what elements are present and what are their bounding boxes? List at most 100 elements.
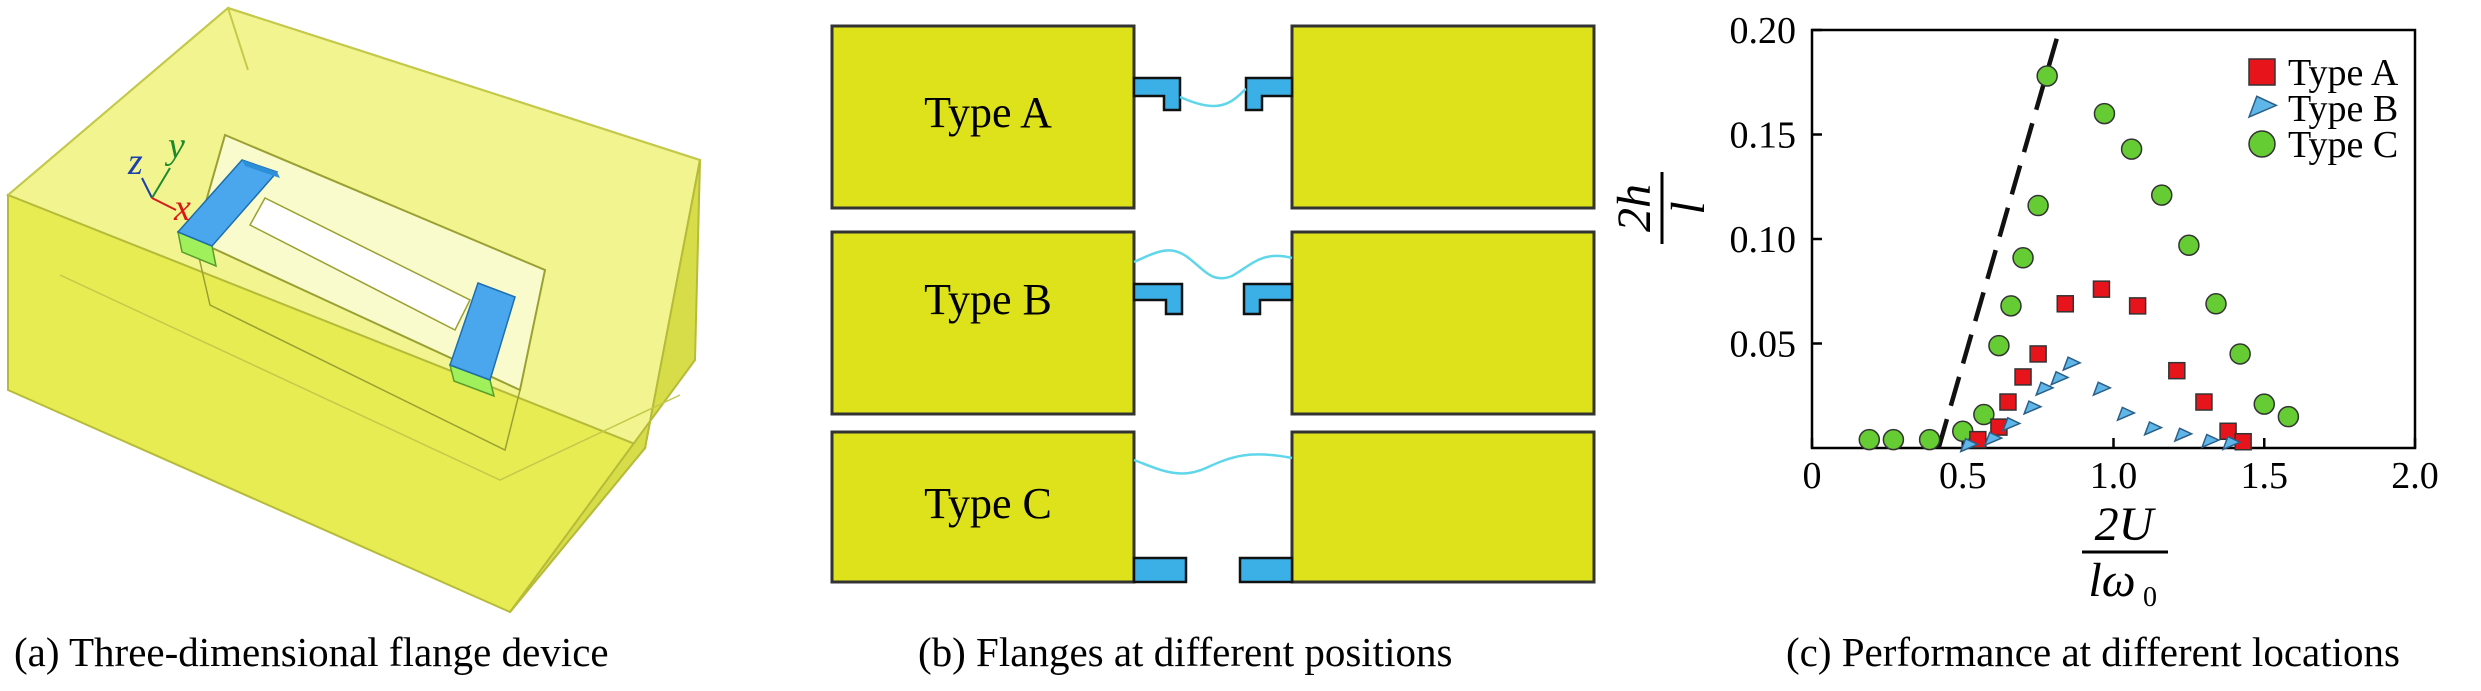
type-label: Type B: [924, 275, 1052, 324]
legend-label: Type C: [2288, 124, 2398, 166]
right-block: [1290, 24, 1596, 210]
point-type-a: [2128, 297, 2147, 315]
type-label: Type C: [924, 479, 1052, 528]
point-type-b: [1959, 437, 1980, 453]
left-bar-top: [242, 160, 280, 178]
point-type-c: [1858, 428, 1881, 451]
point-type-a: [2168, 361, 2186, 380]
x-tick-label: 0.5: [1939, 455, 1987, 497]
x-label-subscript: 0: [2143, 582, 2157, 613]
reference-dashed-line: [1936, 29, 2062, 449]
point-type-b: [1983, 431, 2004, 447]
water-surface-wave: [1133, 249, 1293, 280]
point-type-c: [2036, 65, 2058, 87]
point-type-c: [2178, 234, 2200, 257]
axis-y-label: y: [164, 125, 185, 167]
channel-slot: [248, 197, 472, 332]
point-type-c: [2205, 293, 2227, 315]
point-type-b: [2200, 433, 2221, 449]
axis-z-label: z: [127, 141, 143, 183]
right-flange: [1238, 556, 1294, 584]
left-flange: [1132, 556, 1188, 584]
point-type-b: [2061, 356, 2082, 372]
x-tick-label: 1.5: [2241, 455, 2289, 497]
row-type-b: Type B: [830, 230, 1596, 416]
point-type-b: [2143, 420, 2164, 437]
point-type-c: [1882, 428, 1905, 451]
device-outer-rim: [227, 7, 701, 161]
left-bar-blue: [176, 159, 279, 247]
right-flange: [1244, 76, 1294, 112]
right-block: [1290, 230, 1596, 416]
channel-wall: [194, 239, 521, 452]
caption-c: (c) Performance at different locations: [1786, 629, 2400, 675]
point-type-c: [2000, 295, 2022, 317]
right-flange: [1242, 282, 1294, 316]
axis-x-line: [151, 197, 177, 211]
right-bar-blue: [449, 282, 516, 381]
left-block: [830, 24, 1136, 210]
point-type-c: [2150, 184, 2173, 206]
left-block: [830, 230, 1136, 416]
x-tick-label: 0: [1803, 455, 1822, 497]
y-tick-label: 0.15: [1730, 115, 1797, 157]
left-block: [830, 430, 1136, 584]
axis-y-line: [151, 167, 171, 199]
x-axis-label: 2U lω 0: [2082, 498, 2168, 613]
row-type-a: Type A: [830, 24, 1596, 210]
point-type-b: [2092, 381, 2113, 397]
point-type-c: [2027, 194, 2049, 217]
axis-z-line: [141, 177, 153, 199]
point-type-a: [2195, 393, 2213, 411]
point-type-c: [2253, 393, 2275, 415]
legend-marker: [2247, 95, 2279, 119]
point-type-c: [1918, 428, 1941, 451]
point-type-b: [2116, 406, 2137, 422]
right-block: [1290, 430, 1596, 584]
legend-marker: [2248, 130, 2276, 158]
point-type-c: [2012, 247, 2034, 269]
point-type-a: [1999, 393, 2017, 411]
point-type-c: [1988, 334, 2010, 357]
x-tick-label: 2.0: [2391, 455, 2439, 497]
y-tick-label: 0.05: [1730, 324, 1797, 366]
point-type-b: [2034, 381, 2055, 397]
caption-a: (a) Three-dimensional flange device: [14, 629, 609, 675]
axis-x-label: x: [173, 187, 191, 229]
point-type-b: [2173, 427, 2194, 443]
point-type-b: [2022, 400, 2043, 416]
row-type-c: Type C: [830, 430, 1596, 584]
y-label-denominator: l: [1662, 201, 1715, 214]
point-type-a: [2029, 345, 2047, 363]
legend-label: Type A: [2288, 52, 2399, 94]
point-type-b: [2049, 370, 2070, 387]
caption-b: (b) Flanges at different positions: [918, 629, 1453, 675]
point-type-b: [2221, 435, 2242, 451]
panel-a-device: z y x: [6, 6, 702, 614]
type-label: Type A: [924, 88, 1052, 137]
point-type-a: [2056, 295, 2075, 313]
left-flange: [1132, 76, 1182, 112]
x-tick-label: 1.0: [2090, 455, 2138, 497]
y-label-numerator: 2h: [1608, 184, 1661, 232]
device-right-face: [509, 159, 701, 613]
point-type-c: [2229, 343, 2251, 365]
y-axis-label: 2h l: [1608, 172, 1715, 244]
water-surface-wave: [1179, 87, 1247, 108]
point-type-c: [2093, 102, 2116, 125]
legend-marker: [2248, 58, 2276, 86]
panel-b-flanges: Type A Type B Type C: [830, 24, 1596, 584]
device-lower-edge: [59, 274, 681, 481]
point-type-a: [2014, 368, 2032, 386]
point-type-b: [2001, 416, 2022, 432]
x-label-numerator: 2U: [2095, 498, 2157, 551]
legend-label: Type B: [2288, 88, 2398, 130]
chart-marks: [1858, 65, 2300, 453]
y-tick-label: 0.10: [1730, 219, 1797, 261]
point-type-c: [1973, 403, 1995, 426]
point-type-c: [2277, 405, 2300, 428]
